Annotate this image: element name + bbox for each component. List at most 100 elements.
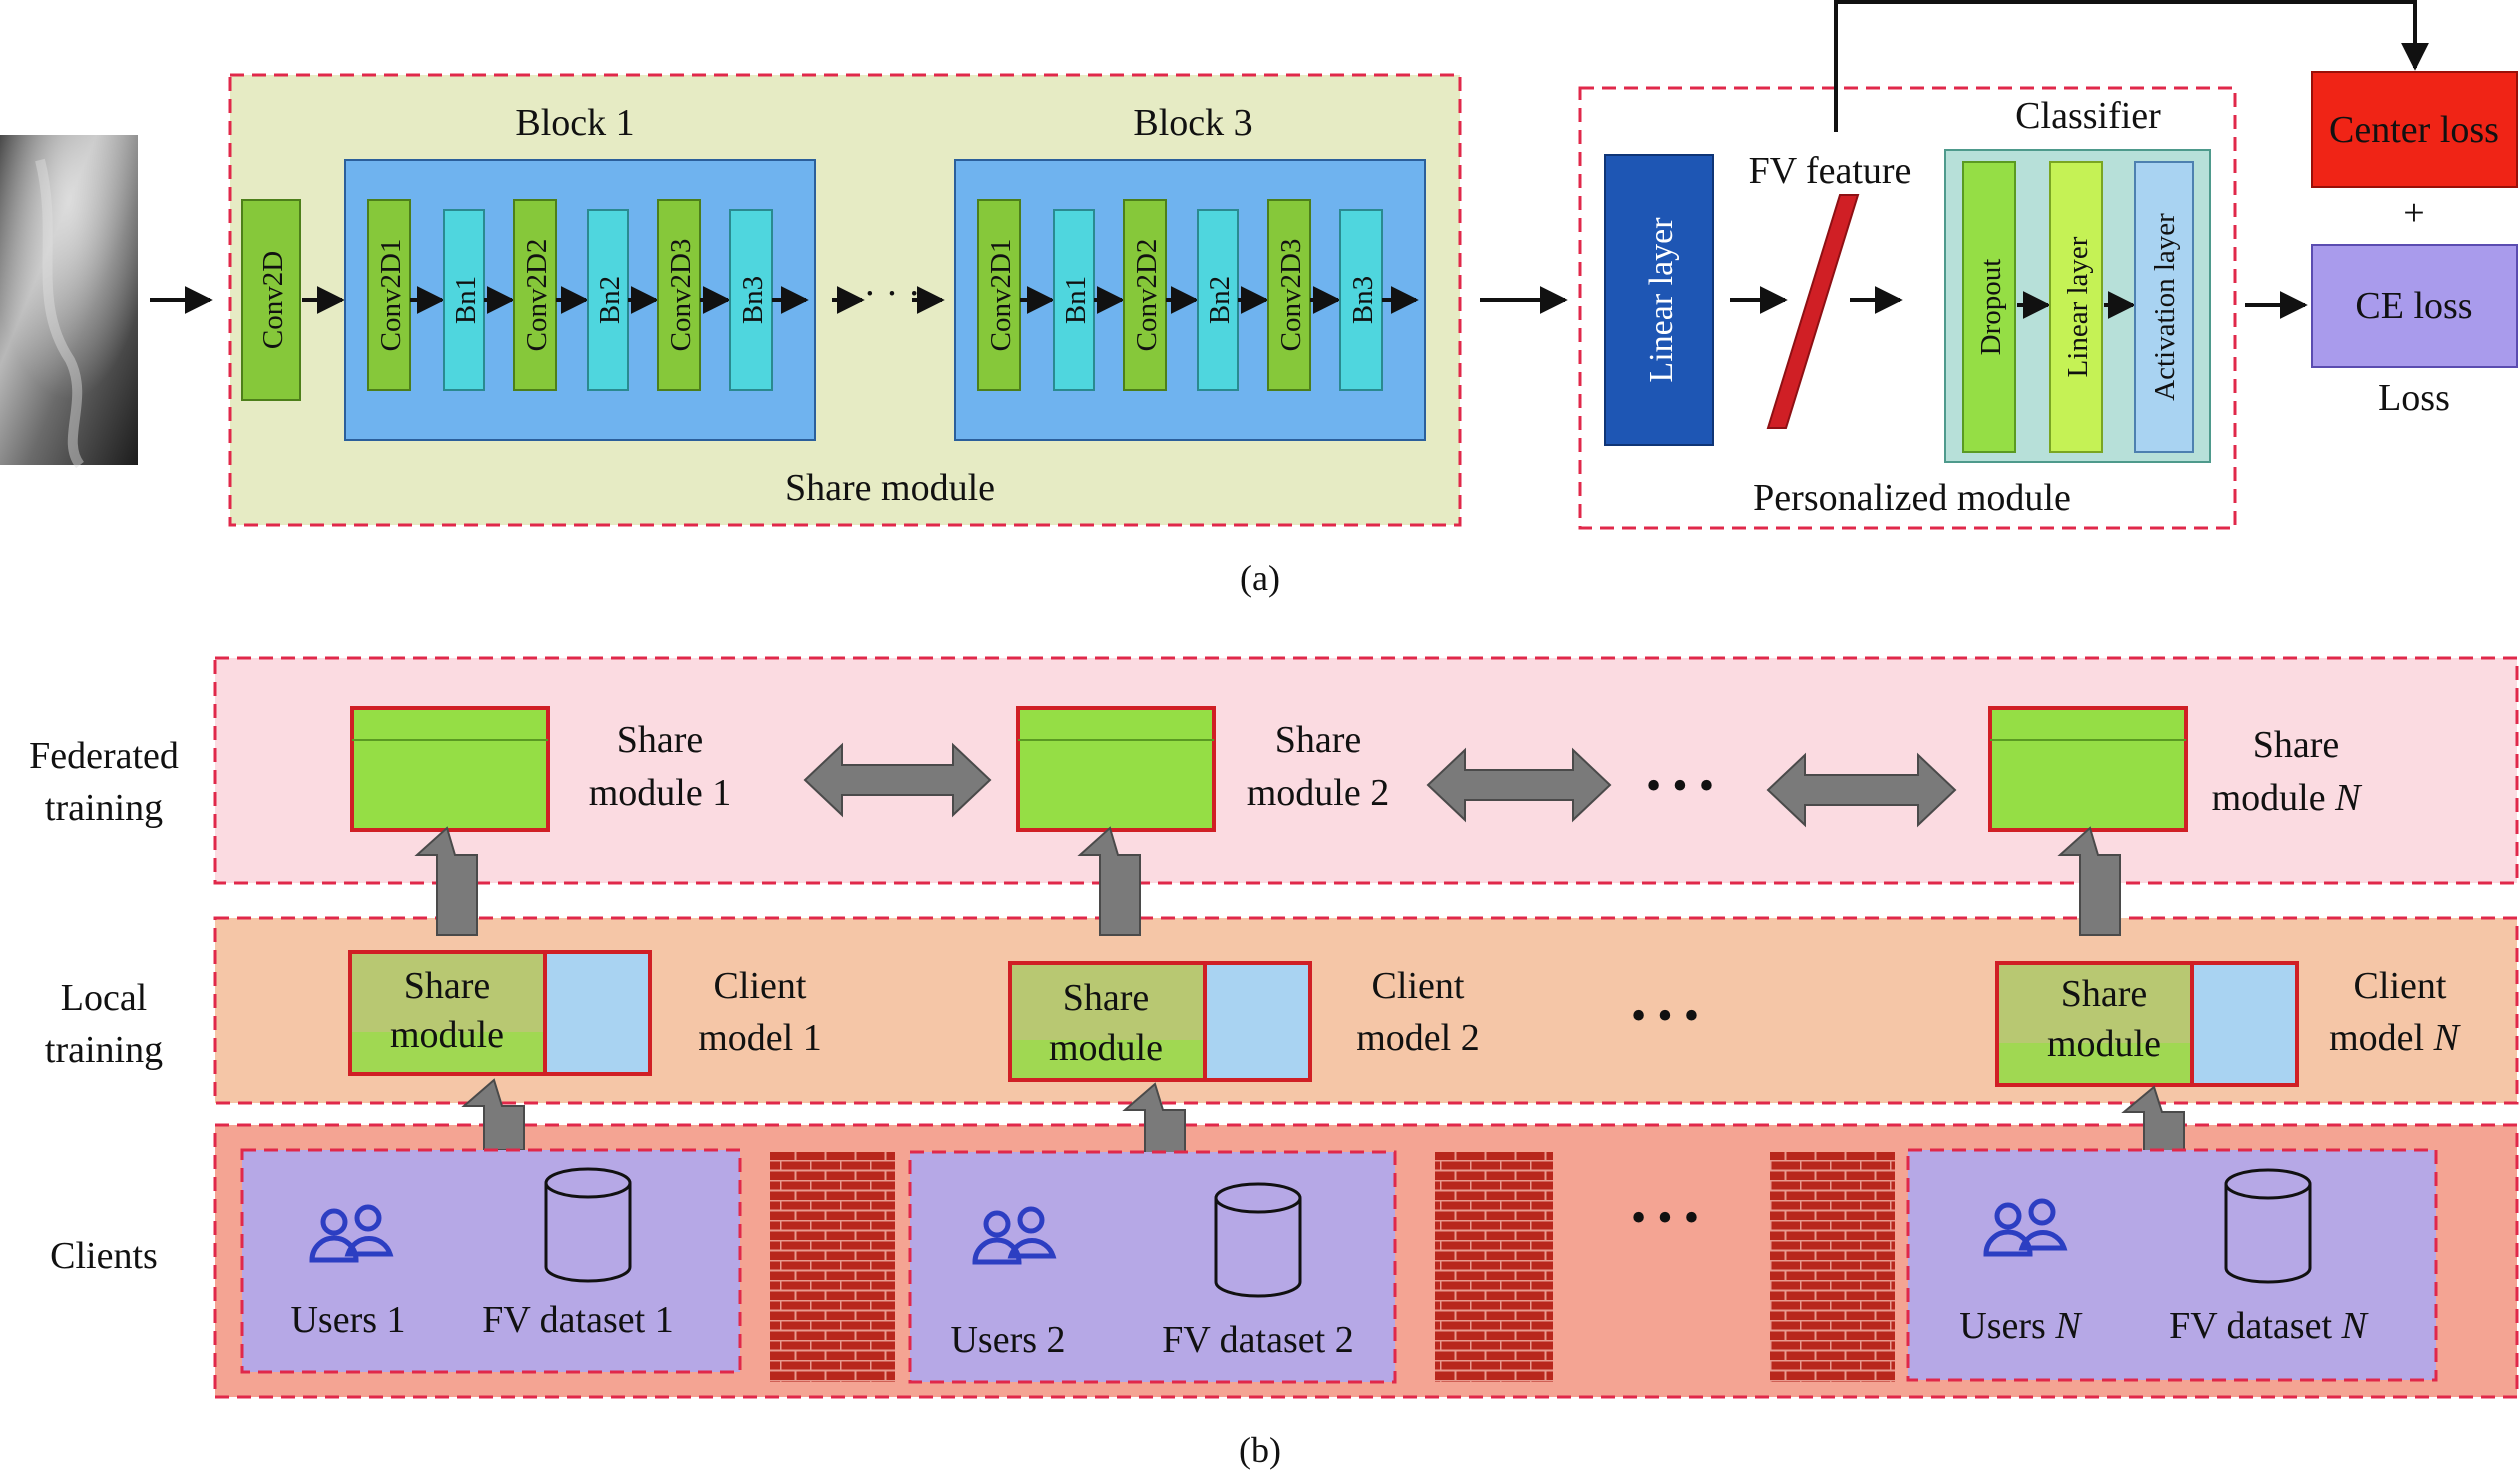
block1-bn1 xyxy=(443,209,485,391)
local-dots: • • • xyxy=(1631,991,1699,1040)
share-module-n-line1: Share xyxy=(2253,724,2340,766)
conv2d-layer xyxy=(241,199,301,401)
up-arrow-client-to-local-2 xyxy=(1122,1082,1186,1156)
firewall-1 xyxy=(770,1152,895,1382)
federated-share-module-1 xyxy=(350,706,550,832)
clientn-share-line1: Share xyxy=(2061,973,2148,1015)
federated-dots: • • • xyxy=(1646,761,1714,810)
dataset-2-label: FV dataset 2 xyxy=(1162,1319,1353,1361)
client-model-2-line1: Client xyxy=(1372,965,1465,1007)
users-1-label: Users 1 xyxy=(290,1299,405,1341)
classifier-linear-layer xyxy=(2049,161,2103,453)
activation-label: Activation layer xyxy=(2149,213,2181,401)
block1-conv2d3 xyxy=(657,199,701,391)
share-module-label: Share module xyxy=(785,467,995,509)
block3-conv2d2 xyxy=(1123,199,1167,391)
loss-plus: + xyxy=(2403,192,2424,234)
fv-feature-label: FV feature xyxy=(1749,150,1912,192)
firewall-2 xyxy=(1435,1152,1553,1382)
ce-loss-label: CE loss xyxy=(2355,285,2472,327)
up-arrow-local-to-fed-1 xyxy=(414,826,478,936)
client1-share-line2: module xyxy=(390,1014,504,1056)
dataset-1-label: FV dataset 1 xyxy=(482,1299,673,1341)
block3-bn3-label: Bn3 xyxy=(1347,276,1379,324)
caption-a: (a) xyxy=(1240,558,1280,598)
loss-label: Loss xyxy=(2378,377,2450,419)
block1-conv2d2-label: Conv2D2 xyxy=(521,239,553,352)
exchange-arrow-2 xyxy=(1426,747,1612,823)
block-ellipsis: · · · xyxy=(864,273,921,315)
fv-feature-bar xyxy=(1766,194,1860,429)
share-module-1-line1: Share xyxy=(617,719,704,761)
federated-share-module-2 xyxy=(1016,706,1216,832)
up-arrow-local-to-fed-2 xyxy=(1077,826,1141,936)
federated-share-module-n xyxy=(1988,706,2188,832)
users-n-label: Users N xyxy=(1959,1305,2083,1347)
row-label-federated-2: training xyxy=(45,787,163,829)
block1-conv2d2 xyxy=(513,199,557,391)
client-2-box xyxy=(908,1150,1397,1384)
block1-title: Block 1 xyxy=(515,102,634,144)
block1-bn3 xyxy=(729,209,773,391)
client-model-n-box xyxy=(1995,961,2299,1087)
personalized-module-label: Personalized module xyxy=(1753,477,2071,519)
client-model-n-line2: model N xyxy=(2329,1017,2461,1059)
client-model-2-box xyxy=(1008,961,1312,1082)
dataset-n-label: FV dataset N xyxy=(2169,1305,2369,1347)
block1-conv2d3-label: Conv2D3 xyxy=(665,239,697,352)
row-label-clients: Clients xyxy=(50,1235,158,1277)
dropout-label: Dropout xyxy=(1975,259,2007,356)
center-loss-box xyxy=(2311,71,2518,188)
block3-bn3 xyxy=(1339,209,1383,391)
users-2-label: Users 2 xyxy=(950,1319,1065,1361)
share-module-1-line2: module 1 xyxy=(589,772,731,814)
block3-conv2d3 xyxy=(1267,199,1311,391)
client1-share-line1: Share xyxy=(404,965,491,1007)
caption-b: (b) xyxy=(1239,1430,1281,1470)
firewall-3 xyxy=(1770,1152,1895,1382)
up-arrow-client-to-local-1 xyxy=(461,1078,525,1151)
clients-dots: • • • xyxy=(1631,1193,1699,1242)
center-loss-label: Center loss xyxy=(2329,109,2499,151)
block3-bn2-label: Bn2 xyxy=(1204,276,1236,324)
client2-share-line1: Share xyxy=(1063,977,1150,1019)
block3-title: Block 3 xyxy=(1133,102,1252,144)
conv2d-label: Conv2D xyxy=(257,251,289,349)
activation-layer xyxy=(2134,161,2194,453)
exchange-arrow-3 xyxy=(1766,752,1957,828)
block1-bn2 xyxy=(587,209,629,391)
up-arrow-client-to-local-n xyxy=(2121,1085,2185,1156)
up-arrow-local-to-fed-n xyxy=(2057,826,2121,936)
block3-conv2d1-label: Conv2D1 xyxy=(985,239,1017,352)
classifier-linear-label: Linear layer xyxy=(2062,236,2094,377)
input-vein-image xyxy=(0,135,138,469)
clientn-share-line2: module xyxy=(2047,1023,2161,1065)
block3-bn1-label: Bn1 xyxy=(1060,276,1092,324)
block1-conv2d1 xyxy=(367,199,411,391)
exchange-arrow-1 xyxy=(803,742,992,818)
block1-bn2-label: Bn2 xyxy=(594,276,626,324)
block1-bn1-label: Bn1 xyxy=(450,276,482,324)
client-model-1-line2: model 1 xyxy=(698,1017,821,1059)
share-module-2-line1: Share xyxy=(1275,719,1362,761)
dropout-layer xyxy=(1962,161,2016,453)
row-label-federated-1: Federated xyxy=(29,735,179,777)
share-module-n-line2: module N xyxy=(2212,777,2363,819)
linear-layer-label: Linear layer xyxy=(1643,217,1680,383)
client-model-1-line1: Client xyxy=(714,965,807,1007)
client-model-2-line2: model 2 xyxy=(1356,1017,1479,1059)
arrow-feature-to-center-loss xyxy=(1834,0,2429,132)
row-label-local-1: Local xyxy=(61,977,148,1019)
classifier-title: Classifier xyxy=(2015,95,2161,137)
row-label-local-2: training xyxy=(45,1029,163,1071)
client-model-n-line1: Client xyxy=(2354,965,2447,1007)
share-module-2-line2: module 2 xyxy=(1247,772,1389,814)
linear-layer-block xyxy=(1604,154,1714,446)
ce-loss-box xyxy=(2311,244,2518,368)
block3-conv2d2-label: Conv2D2 xyxy=(1131,239,1163,352)
block3-conv2d3-label: Conv2D3 xyxy=(1275,239,1307,352)
client2-share-line2: module xyxy=(1049,1027,1163,1069)
client-model-1-box xyxy=(348,950,652,1076)
